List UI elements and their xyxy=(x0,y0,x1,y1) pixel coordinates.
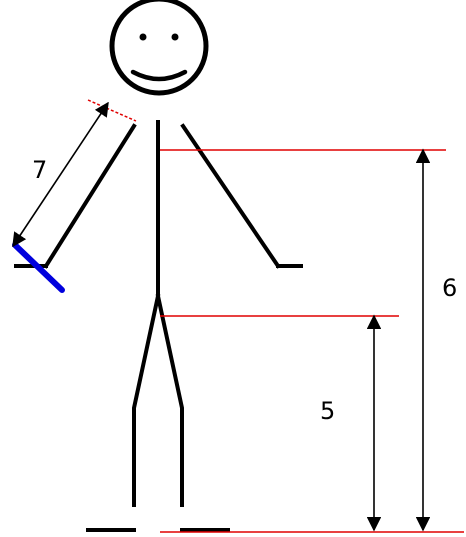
body xyxy=(14,120,303,532)
measurement-arrows xyxy=(12,101,431,532)
left-eye xyxy=(139,33,147,41)
head xyxy=(109,0,209,96)
right-eye xyxy=(171,33,179,41)
shoulder-tick xyxy=(87,99,137,122)
right-arm xyxy=(180,123,281,269)
left-arm xyxy=(43,123,137,269)
right-leg xyxy=(155,293,184,507)
arm-length-label: 7 xyxy=(32,156,47,184)
shoulder-height-label: 6 xyxy=(442,274,457,302)
arm-length-arrow xyxy=(12,101,109,248)
hand-bar xyxy=(12,242,65,293)
head-outline xyxy=(109,0,209,96)
left-leg xyxy=(132,293,161,507)
leg-length-label: 5 xyxy=(320,397,335,425)
guide-lines xyxy=(87,99,464,533)
smile xyxy=(130,69,188,82)
